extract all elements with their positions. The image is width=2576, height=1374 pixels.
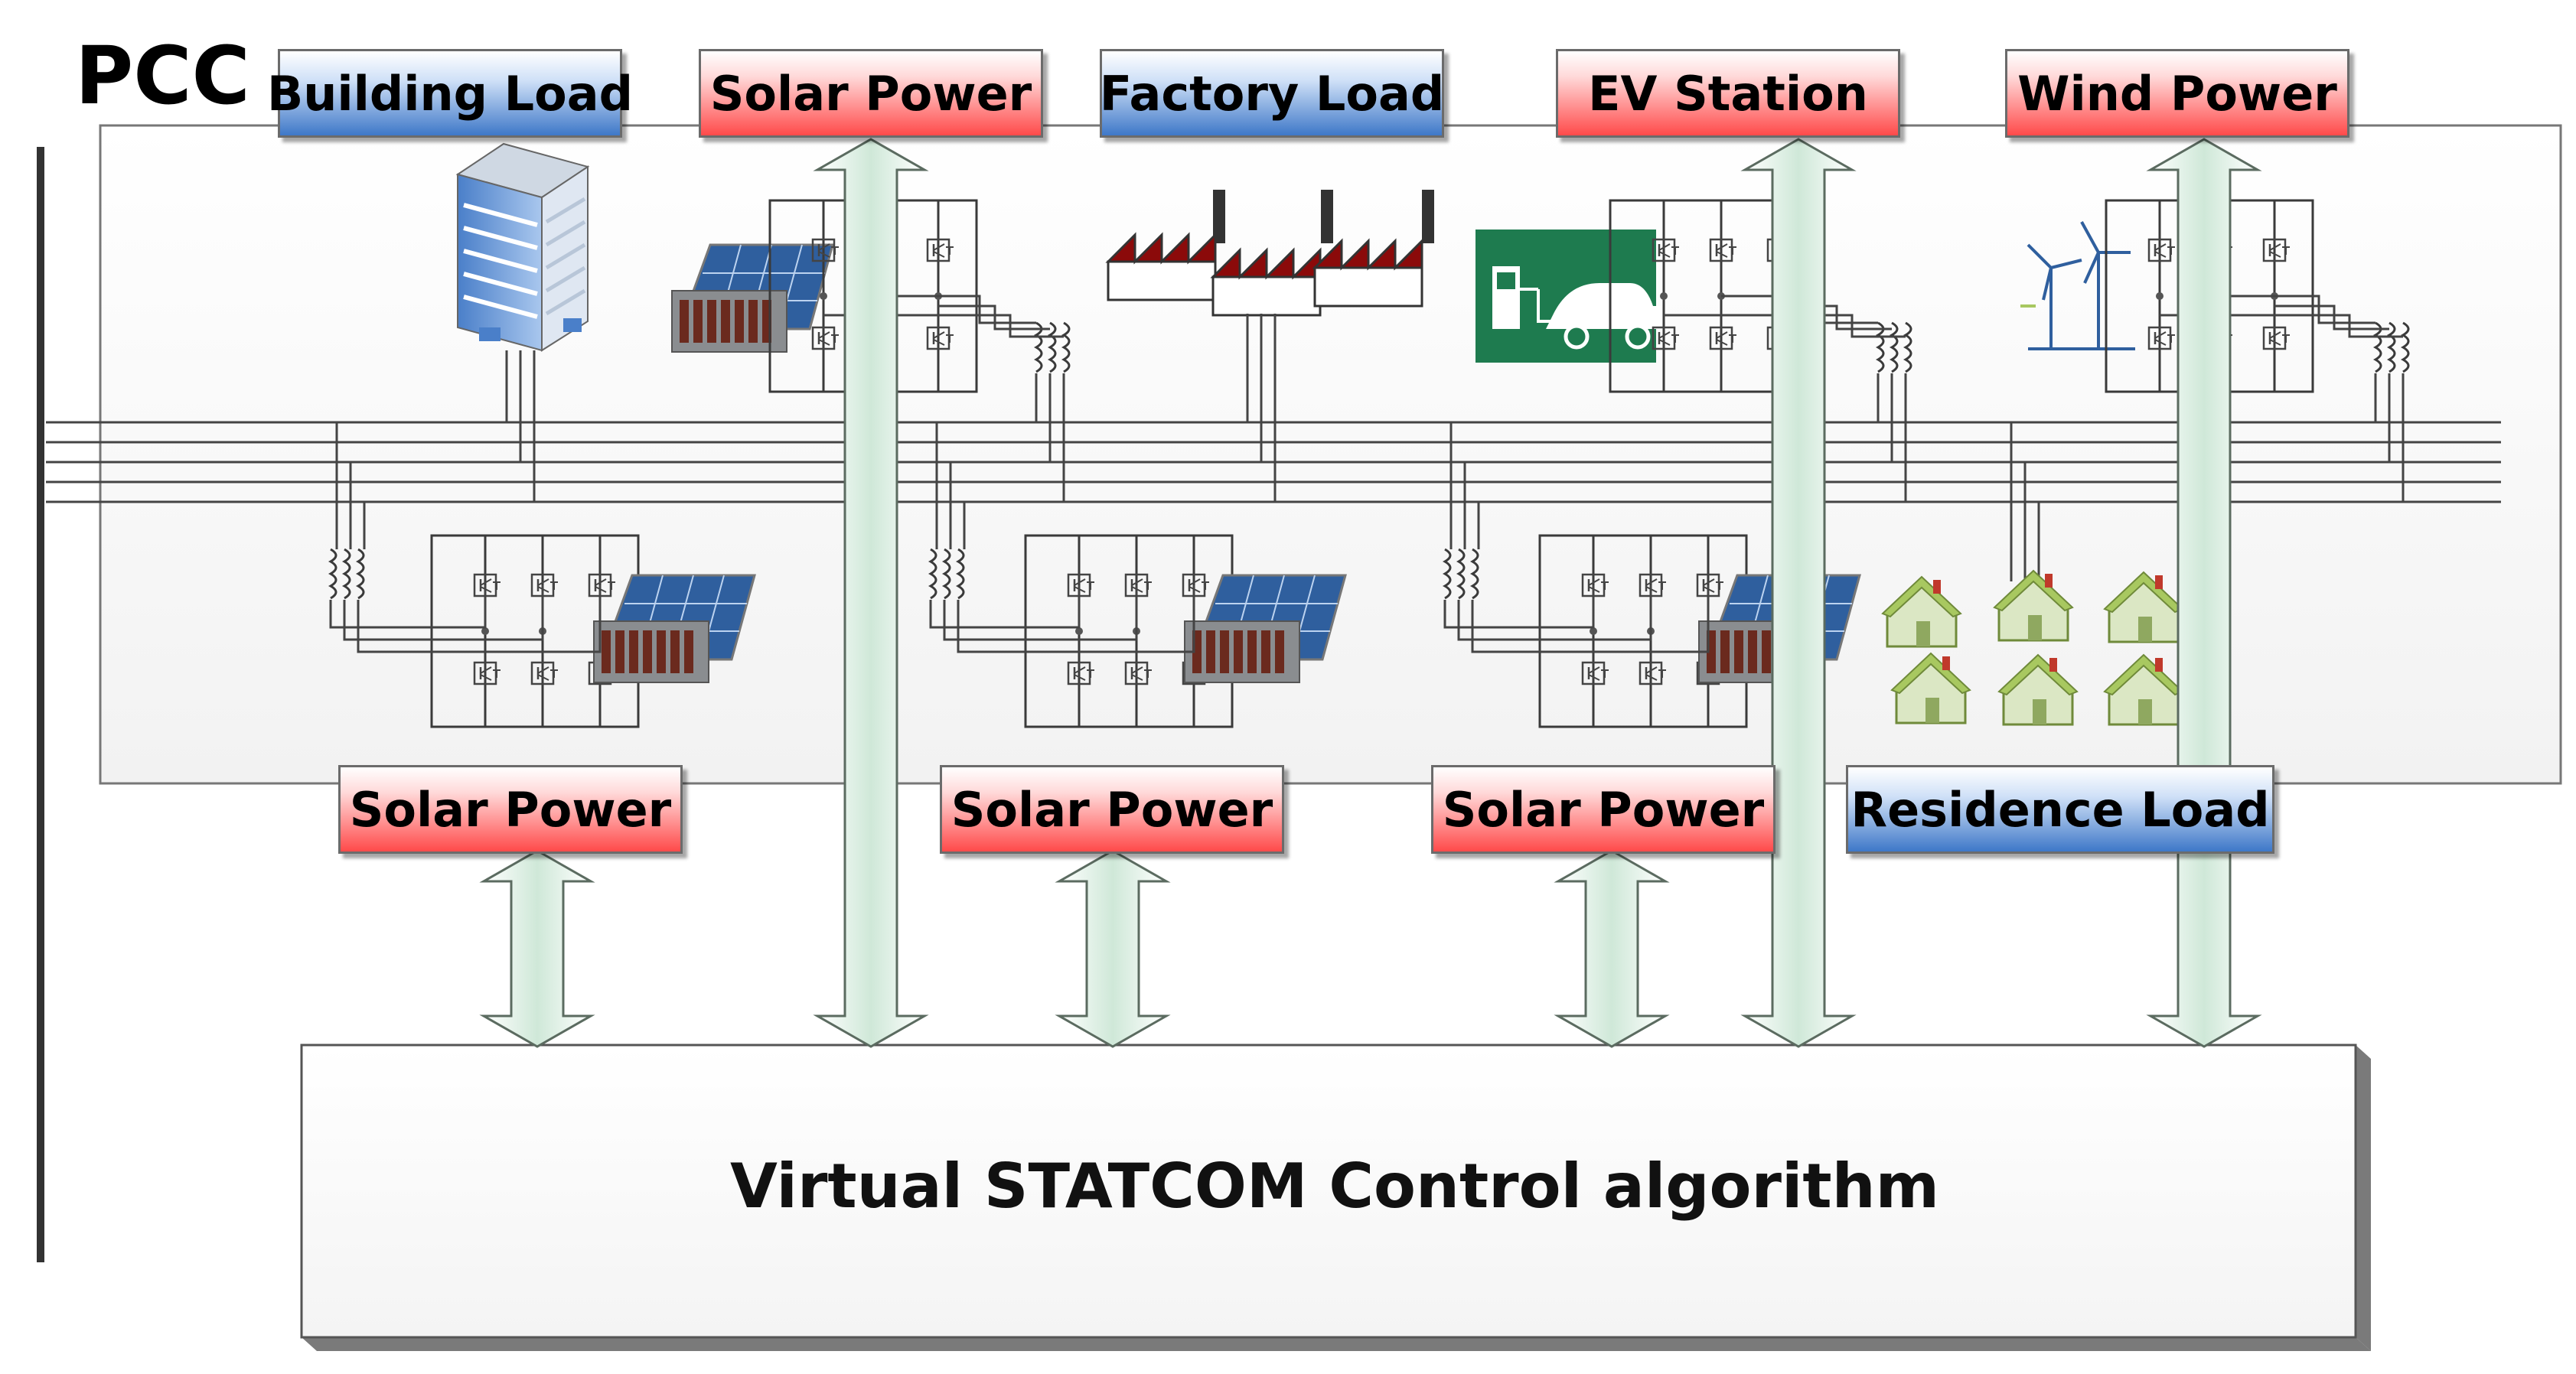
arrow-solar-3	[1554, 849, 1670, 1048]
label-residence-load: Residence Load	[1846, 765, 2274, 854]
residence-houses-icon	[1881, 422, 2184, 726]
arrow-ev	[1740, 138, 1857, 1048]
arrow-solar-top	[813, 138, 929, 1048]
pcc-label: PCC	[75, 29, 250, 122]
feeder-lines	[46, 421, 2501, 503]
factory-feeder-links	[1246, 314, 1277, 502]
label-solar-power-2: Solar Power	[940, 765, 1284, 854]
label-solar-power-1: Solar Power	[338, 765, 683, 854]
controller-box	[300, 1044, 2371, 1351]
label-building-load: Building Load	[267, 49, 633, 138]
label-solar-power-3: Solar Power	[1431, 765, 1775, 854]
wind-turbine-icon	[2020, 221, 2135, 350]
arrow-wind	[2146, 138, 2262, 1048]
controller-label: Virtual STATCOM Control algorithm	[730, 1150, 1939, 1222]
label-factory-load: Factory Load	[1100, 49, 1444, 138]
label-ev-station: EV Station	[1556, 49, 1900, 138]
arrow-solar-1	[479, 849, 595, 1048]
label-solar-power-top: Solar Power	[699, 49, 1043, 138]
ev-charging-icon	[1475, 230, 1661, 363]
solar-group-2	[929, 422, 1347, 727]
solar-group-1	[329, 422, 756, 727]
factory-icon	[1107, 190, 1434, 317]
solar-top-wiring	[823, 295, 1065, 502]
office-building-icon	[455, 142, 590, 352]
building-feeder-links	[505, 350, 536, 502]
label-wind-power: Wind Power	[2005, 49, 2349, 138]
power-flow-arrows	[479, 138, 2262, 1048]
solar-group-3	[1443, 422, 1861, 727]
wind-wiring	[2160, 295, 2405, 502]
arrow-solar-2	[1055, 849, 1171, 1048]
